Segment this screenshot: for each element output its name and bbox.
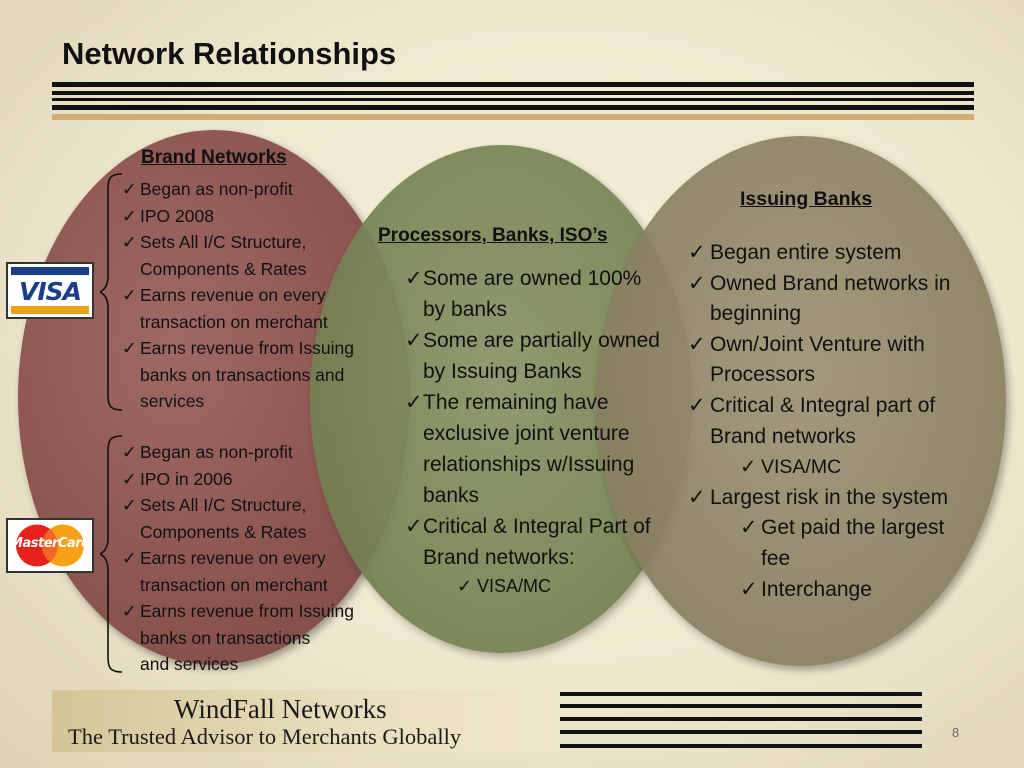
visa-list: ✓Began as non-profit ✓IPO 2008 ✓Sets All… bbox=[122, 176, 402, 415]
list-sub-item: ✓VISA/MC bbox=[688, 452, 978, 483]
list-item: ✓Critical & Integral Part of Brand netwo… bbox=[405, 511, 667, 573]
check-icon: ✓ bbox=[405, 515, 423, 538]
check-icon: ✓ bbox=[122, 205, 137, 226]
processors-heading: Processors, Banks, ISO’s bbox=[378, 225, 608, 246]
check-icon: ✓ bbox=[688, 241, 706, 264]
mastercard-brace bbox=[100, 435, 123, 673]
check-icon: ✓ bbox=[122, 338, 137, 358]
list-item: ✓ Earns revenue from Issuing banks on tr… bbox=[122, 598, 402, 678]
check-icon: ✓ bbox=[122, 468, 137, 489]
list-item: ✓Began as non-profit bbox=[122, 439, 402, 466]
list-sub-item: ✓VISA/MC bbox=[405, 573, 667, 599]
footer-banner: WindFall Networks The Trusted Advisor to… bbox=[52, 690, 560, 752]
list-item: ✓Earns revenue on every transaction on m… bbox=[122, 282, 402, 335]
list-item: ✓Began as non-profit bbox=[122, 176, 402, 203]
list-item: ✓Owned Brand networks in beginning bbox=[688, 269, 978, 330]
page-number: 8 bbox=[952, 725, 960, 740]
check-icon: ✓ bbox=[740, 456, 757, 479]
check-icon: ✓ bbox=[405, 391, 423, 414]
list-item: ✓ Earns revenue from Issuing banks on tr… bbox=[122, 335, 402, 415]
visa-brace bbox=[100, 173, 123, 411]
check-icon: ✓ bbox=[405, 329, 423, 352]
check-icon: ✓ bbox=[688, 332, 706, 356]
footer-tagline: The Trusted Advisor to Merchants Globall… bbox=[68, 724, 462, 749]
list-item: ✓The remaining have exclusive joint vent… bbox=[405, 387, 667, 511]
check-icon: ✓ bbox=[688, 485, 706, 509]
list-item: ✓Critical & Integral part of Brand netwo… bbox=[688, 391, 978, 452]
issuing-banks-list: ✓Began entire system ✓Owned Brand networ… bbox=[688, 238, 978, 605]
brand-networks-heading: Brand Networks bbox=[141, 147, 287, 168]
visa-logo-icon: VISA bbox=[6, 262, 94, 319]
check-icon: ✓ bbox=[122, 548, 137, 568]
header-stripes bbox=[52, 82, 974, 120]
list-item: ✓Sets All I/C Structure, Components & Ra… bbox=[122, 229, 402, 282]
check-icon: ✓ bbox=[740, 516, 758, 540]
list-item: ✓Began entire system bbox=[688, 238, 978, 269]
list-item: ✓Largest risk in the system bbox=[688, 483, 978, 514]
check-icon: ✓ bbox=[688, 271, 706, 295]
list-item: ✓Sets All I/C Structure, Components & Ra… bbox=[122, 492, 402, 545]
check-icon: ✓ bbox=[122, 285, 137, 305]
list-item: ✓IPO 2008 bbox=[122, 203, 402, 230]
processors-list: ✓Some are owned 100% by banks ✓Some are … bbox=[405, 263, 667, 599]
list-item: ✓Own/Joint Venture with Processors bbox=[688, 330, 978, 391]
list-sub-item: ✓Interchange bbox=[688, 575, 978, 606]
mastercard-logo-icon: MasterCard bbox=[6, 518, 94, 573]
visa-logo-text: VISA bbox=[18, 277, 82, 306]
check-icon: ✓ bbox=[122, 179, 137, 199]
mastercard-logo-text: MasterCard bbox=[10, 536, 90, 551]
slide-title: Network Relationships bbox=[62, 36, 397, 71]
check-icon: ✓ bbox=[122, 495, 137, 515]
list-item: ✓Some are partially owned by Issuing Ban… bbox=[405, 325, 667, 387]
issuing-banks-heading: Issuing Banks bbox=[740, 188, 873, 210]
footer-stripes bbox=[560, 690, 922, 752]
check-icon: ✓ bbox=[457, 576, 473, 596]
check-icon: ✓ bbox=[122, 601, 137, 621]
list-item: ✓Some are owned 100% by banks bbox=[405, 263, 667, 325]
mastercard-list: ✓Began as non-profit ✓IPO in 2006 ✓Sets … bbox=[122, 439, 402, 678]
check-icon: ✓ bbox=[688, 393, 706, 417]
check-icon: ✓ bbox=[122, 442, 137, 462]
list-item: ✓Earns revenue on every transaction on m… bbox=[122, 545, 402, 598]
footer-company-name: WindFall Networks bbox=[174, 694, 387, 724]
check-icon: ✓ bbox=[740, 577, 758, 601]
check-icon: ✓ bbox=[122, 232, 137, 252]
check-icon: ✓ bbox=[405, 267, 423, 290]
issuing-banks-circle bbox=[596, 136, 1006, 666]
list-item: ✓IPO in 2006 bbox=[122, 466, 402, 493]
list-sub-item: ✓Get paid the largest fee bbox=[688, 513, 978, 574]
